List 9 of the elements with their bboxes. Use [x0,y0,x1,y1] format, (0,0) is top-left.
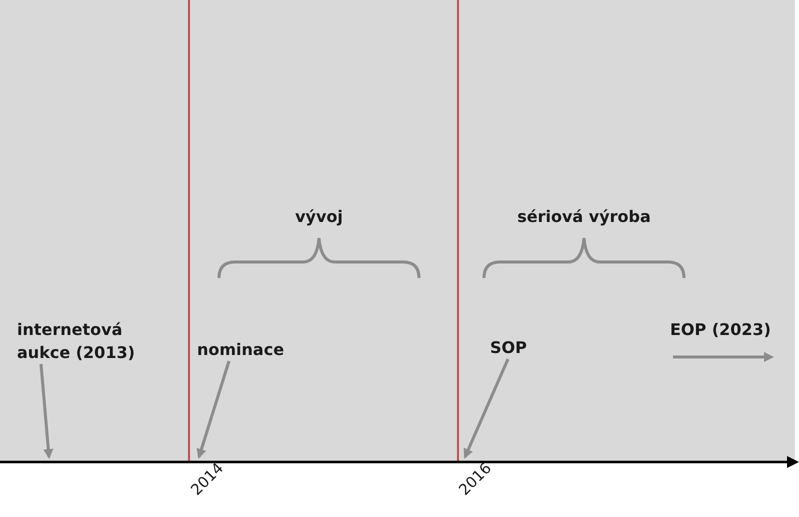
phase-label: vývoj [295,206,343,228]
arrow [464,358,510,459]
event-label: SOP [490,336,527,359]
event-label: nominace [197,338,284,361]
event-label: EOP (2023) [670,318,771,341]
arrow [40,364,54,459]
event-label: internetová aukce (2013) [17,318,167,364]
arrow [196,360,230,459]
phase-label: sériová výroba [517,206,651,228]
